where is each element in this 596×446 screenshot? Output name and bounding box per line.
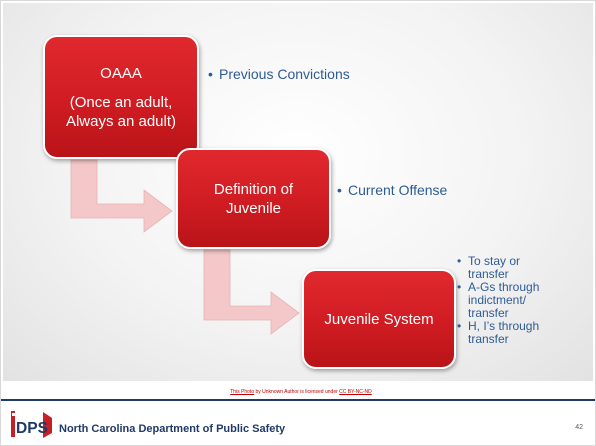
- definition-of-juvenile-box: Definition of Juvenile: [176, 148, 331, 249]
- footer-divider: [1, 399, 595, 401]
- attribution-photo-link[interactable]: This Photo: [230, 389, 255, 395]
- juvenile-system-notes: To stay or transfer A-Gs through indictm…: [457, 255, 557, 346]
- page-number: 42: [575, 424, 583, 431]
- note-current-offense: Current Offense: [337, 182, 447, 198]
- note-a-gs-through-indictment: A-Gs through indictment/ transfer: [457, 281, 557, 320]
- oaaa-box-line-2: Always an adult): [65, 112, 177, 130]
- oaaa-box-title: OAAA: [100, 64, 142, 82]
- footer: DPS North Carolina Department of Public …: [1, 399, 595, 445]
- attribution-text: by Unknown Author is licensed under: [254, 389, 340, 395]
- note-previous-convictions: Previous Convictions: [208, 66, 350, 82]
- connector-arrow-2: [203, 249, 300, 335]
- note-h-is-through-transfer: H, I’s through transfer: [457, 320, 557, 346]
- logo-text: DPS: [16, 420, 48, 437]
- dps-logo-icon: DPS: [11, 411, 52, 438]
- attribution-license-link[interactable]: CC BY-NC-ND: [339, 389, 372, 395]
- definition-box-line-2: Juvenile: [225, 199, 282, 217]
- definition-notes: Current Offense: [337, 182, 447, 198]
- photo-attribution: This Photo by Unknown Author is licensed…: [151, 389, 451, 395]
- definition-box-line-1: Definition of: [213, 180, 294, 198]
- juvenile-system-box: Juvenile System: [302, 269, 456, 369]
- note-stay-or-transfer: To stay or transfer: [457, 255, 557, 281]
- oaaa-box: OAAA (Once an adult, Always an adult): [43, 35, 199, 159]
- oaaa-box-line-1: (Once an adult,: [69, 93, 173, 111]
- oaaa-notes: Previous Convictions: [208, 66, 350, 82]
- connector-arrow-1: [70, 159, 173, 233]
- juvenile-system-box-label: Juvenile System: [324, 310, 434, 328]
- org-name: North Carolina Department of Public Safe…: [59, 423, 286, 435]
